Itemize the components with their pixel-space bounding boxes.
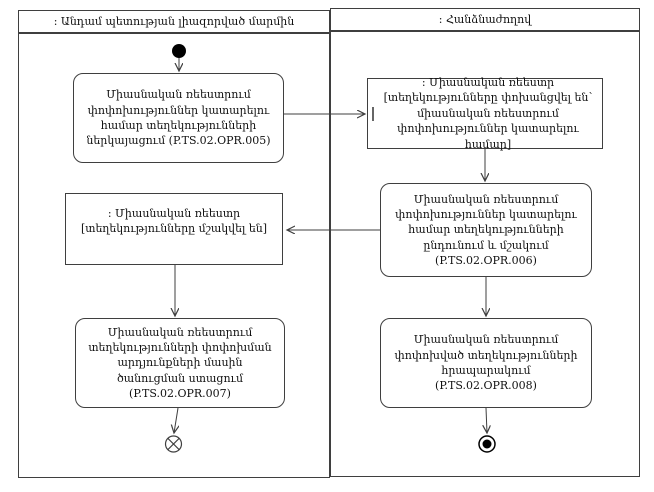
action-node-label: Միասնական ռեեստրում փոփոխություններ կատա… xyxy=(86,88,271,148)
swimlane-header-commission: : Հանձնաժողով xyxy=(330,8,640,31)
swimlane-title: : Հանձնաժողով xyxy=(438,13,532,26)
action-node-label: Միասնական ռեեստրում փոփոխություններ կատա… xyxy=(395,192,577,268)
object-node-register-processed: : Միասնական ռեեստր [տեղեկությունները մշա… xyxy=(65,193,283,265)
swimlane-title: : Անդամ պետության լիազորված մարմին xyxy=(53,15,295,28)
action-node-label: Միասնական ռեեստրում տեղեկությունների փոփ… xyxy=(88,325,272,401)
object-node-label: : Միասնական ռեեստր [տեղեկությունները փոխ… xyxy=(383,76,593,151)
action-node-label: Միասնական ռեեստրում փոփոխված տեղեկությու… xyxy=(394,333,578,393)
action-node-opr006: Միասնական ռեեստրում փոփոխություններ կատա… xyxy=(380,183,592,277)
action-node-opr005: Միասնական ռեեստրում փոփոխություններ կատա… xyxy=(73,73,284,163)
swimlane-header-authorized-body: : Անդամ պետության լիազորված մարմին xyxy=(18,10,330,33)
object-node-register-transferred: : Միասնական ռեեստր [տեղեկությունները փոխ… xyxy=(367,76,603,151)
object-node-label: : Միասնական ռեեստր [տեղեկությունները մշա… xyxy=(80,207,268,236)
action-node-opr008: Միասնական ռեեստրում փոփոխված տեղեկությու… xyxy=(380,318,592,408)
action-node-opr007: Միասնական ռեեստրում տեղեկությունների փոփ… xyxy=(75,318,285,408)
